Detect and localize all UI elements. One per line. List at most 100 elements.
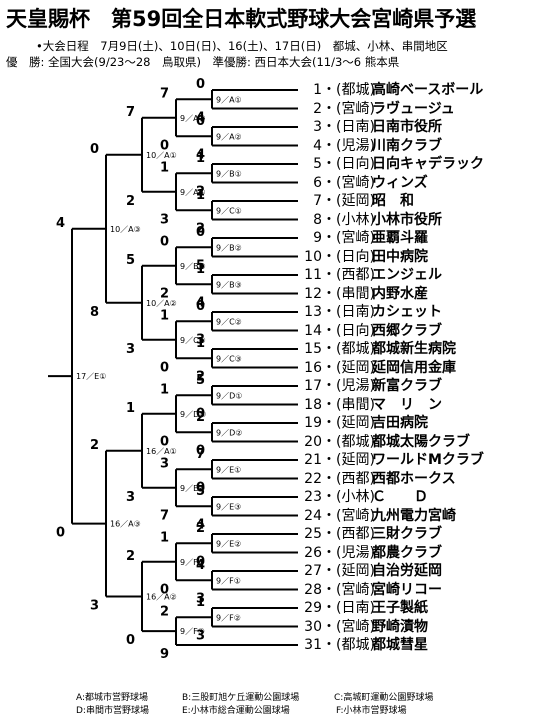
team-name: ワールドMクラブ bbox=[372, 452, 484, 468]
match-score: 0 bbox=[160, 582, 169, 597]
team-seed: 30 bbox=[304, 618, 322, 635]
legend-c: C:高城町運動公園野球場 bbox=[334, 693, 434, 703]
team-region: ・(日南) bbox=[322, 119, 375, 135]
match-score: 0 bbox=[196, 555, 205, 570]
match-score: 9 bbox=[160, 647, 169, 662]
match-score: 2 bbox=[196, 370, 205, 385]
match-score: 2 bbox=[90, 438, 99, 453]
match-score: 2 bbox=[126, 549, 135, 564]
team-region: ・(延岡) bbox=[322, 452, 375, 468]
match-score: 0 bbox=[160, 138, 169, 153]
team-seed: 25 bbox=[304, 526, 322, 542]
team-seed: 27 bbox=[304, 563, 322, 579]
match-label: 16／A③ bbox=[110, 520, 141, 529]
match-label: 9／F③ bbox=[180, 558, 205, 567]
team-name: 王子製紙 bbox=[372, 600, 428, 616]
team-seed: 11 bbox=[304, 267, 322, 283]
legend-f: F:小林市営野球場 bbox=[336, 706, 407, 716]
team-name: Ｃ Ｄ bbox=[372, 489, 428, 505]
team-seed: 20 bbox=[304, 433, 322, 450]
team-name: 宮崎リコー bbox=[372, 581, 442, 598]
match-score: 4 bbox=[196, 148, 205, 163]
team-row: 20・(都城)都城太陽クラブ bbox=[300, 434, 470, 450]
match-label: 9／A② bbox=[216, 132, 242, 141]
match-label: 9／F① bbox=[216, 576, 241, 585]
team-name: ウィンズ bbox=[372, 174, 428, 191]
match-label: 9／A④ bbox=[180, 188, 206, 197]
team-region: ・(小林) bbox=[322, 489, 375, 505]
team-seed: 22 bbox=[304, 470, 322, 487]
match-score: 4 bbox=[196, 296, 205, 311]
team-region: ・(串間) bbox=[322, 285, 375, 302]
team-region: ・(西都) bbox=[322, 267, 375, 283]
team-region: ・(宮崎) bbox=[322, 100, 375, 117]
match-score: 5 bbox=[196, 259, 205, 274]
team-name: 延岡信用金庫 bbox=[372, 359, 456, 376]
team-row: 22・(西都)西都ホークス bbox=[300, 470, 456, 487]
match-label: 9／D② bbox=[216, 428, 242, 437]
award-text: 優 勝: 全国大会(9/23～28 鳥取県) 準優勝: 西日本大会(11/3～6… bbox=[6, 55, 400, 69]
team-seed: 16 bbox=[304, 359, 322, 376]
team-seed: 7 bbox=[313, 193, 322, 209]
team-row: 25・(西都)三財クラブ bbox=[300, 526, 442, 542]
team-row: 23・(小林)Ｃ Ｄ bbox=[300, 489, 428, 505]
team-region: ・(延岡) bbox=[322, 193, 375, 209]
team-name: 九州電力宮崎 bbox=[372, 507, 456, 524]
match-score: 0 bbox=[160, 360, 169, 375]
team-region: ・(都城) bbox=[322, 433, 375, 450]
team-name: エンジェル bbox=[372, 267, 442, 283]
team-region: ・(日南) bbox=[322, 600, 375, 616]
team-region: ・(延岡) bbox=[322, 415, 375, 431]
team-row: 17・(児湯)新富クラブ bbox=[300, 378, 442, 394]
team-name: 三財クラブ bbox=[372, 526, 442, 542]
match-label: 17／E① bbox=[76, 372, 106, 381]
team-region: ・(宮崎) bbox=[322, 618, 375, 635]
match-score: 2 bbox=[196, 410, 205, 425]
match-label: 10／A① bbox=[146, 151, 177, 160]
team-region: ・(宮崎) bbox=[322, 581, 375, 598]
match-score: 1 bbox=[126, 401, 135, 416]
team-name: 内野水産 bbox=[372, 285, 428, 302]
match-score: 7 bbox=[160, 86, 169, 101]
team-row: 11・(西都)エンジェル bbox=[300, 267, 442, 283]
match-score: 4 bbox=[196, 518, 205, 533]
team-region: ・(日向) bbox=[322, 248, 375, 265]
team-row: 21・(延岡)ワールドMクラブ bbox=[300, 452, 484, 468]
team-region: ・(都城) bbox=[322, 341, 375, 357]
schedule-text: •大会日程 7月9日(土)、10日(日)、16(土)、17日(日) 都城、小林、… bbox=[36, 39, 448, 53]
team-row: 14・(日向)西郷クラブ bbox=[300, 323, 442, 339]
team-name: 吉田病院 bbox=[372, 415, 428, 431]
team-row: 8・(小林)小林市役所 bbox=[300, 212, 442, 228]
team-seed: 6 bbox=[313, 174, 322, 191]
team-seed: 15 bbox=[304, 341, 322, 357]
match-score: 3 bbox=[126, 342, 135, 357]
match-score: 7 bbox=[196, 447, 205, 462]
match-score: 3 bbox=[90, 598, 99, 613]
match-score: 4 bbox=[196, 111, 205, 126]
legend-e: E:小林市総合運動公園球場 bbox=[182, 706, 290, 716]
match-score: 2 bbox=[126, 194, 135, 209]
match-score: 3 bbox=[126, 490, 135, 505]
match-score: 0 bbox=[196, 299, 205, 314]
team-row: 10・(日向)田中病院 bbox=[300, 249, 428, 265]
team-seed: 10 bbox=[304, 248, 322, 265]
team-seed: 29 bbox=[304, 600, 322, 616]
team-seed: 19 bbox=[304, 415, 322, 431]
team-row: 5・(日向)日向キャデラック bbox=[300, 156, 484, 172]
team-seed: 4 bbox=[313, 137, 322, 154]
match-score: 0 bbox=[160, 434, 169, 449]
match-score: 1 bbox=[160, 530, 169, 545]
team-name: 西郷クラブ bbox=[372, 322, 442, 339]
team-region: ・(児湯) bbox=[322, 544, 375, 561]
team-row: 29・(日南)王子製紙 bbox=[300, 600, 428, 616]
team-name: ラヴュージュ bbox=[372, 100, 455, 117]
team-region: ・(宮崎) bbox=[322, 174, 375, 191]
match-label: 9／F② bbox=[216, 613, 241, 622]
team-region: ・(都城) bbox=[322, 82, 375, 98]
match-label: 9／A③ bbox=[180, 114, 206, 123]
match-score: 0 bbox=[196, 481, 205, 496]
team-name: 亜覇斗羅 bbox=[372, 230, 428, 246]
team-region: ・(宮崎) bbox=[322, 230, 375, 246]
match-score: 4 bbox=[196, 558, 205, 573]
team-name: 西都ホークス bbox=[372, 470, 456, 487]
